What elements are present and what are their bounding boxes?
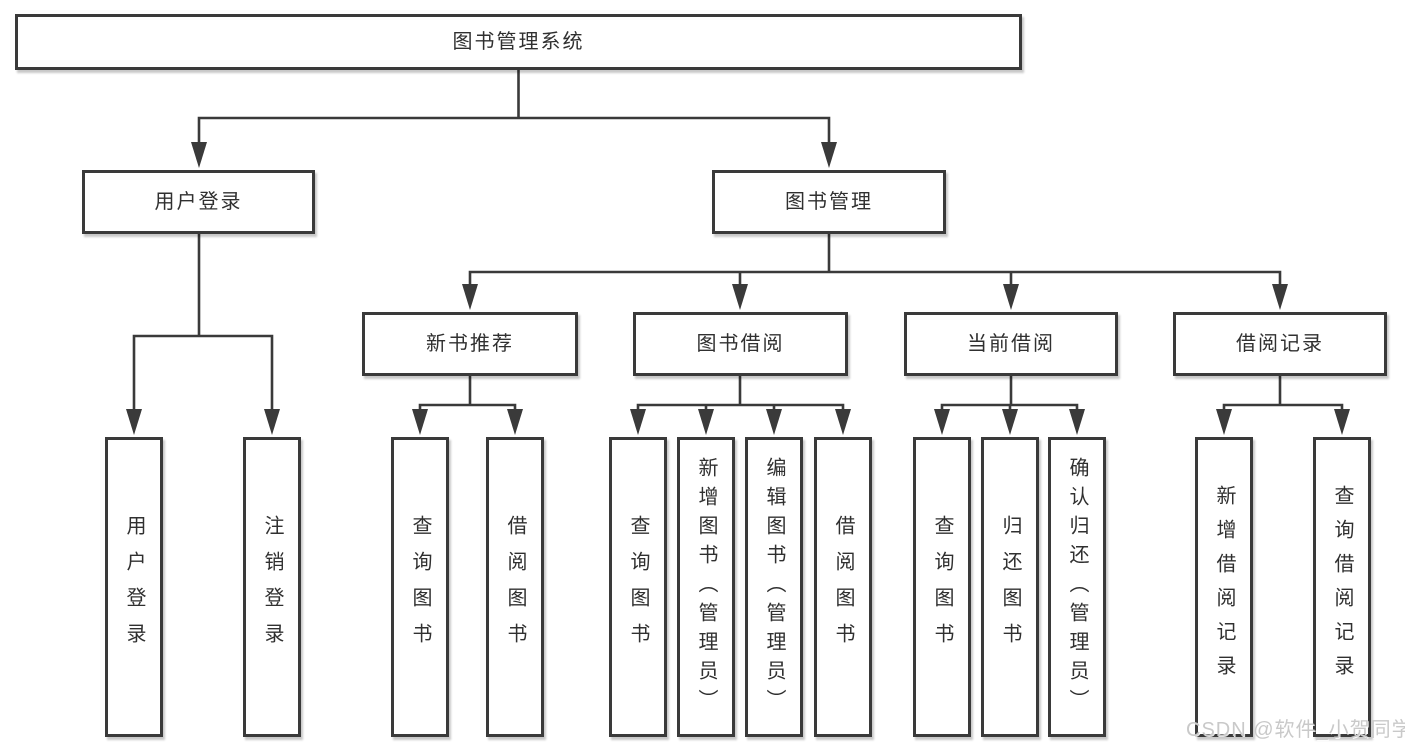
node-leaf-cb-query-books: 查询图书	[913, 437, 971, 737]
arrowhead-icon	[1272, 284, 1288, 310]
arrowhead-icon	[630, 409, 646, 435]
arrowhead-icon	[1216, 409, 1232, 435]
csdn-watermark: CSDN @软件_小贺同学	[1186, 719, 1405, 741]
node-leaf-bb-edit-books-admin-label: 编辑图书（管理员）	[763, 456, 785, 718]
connector-book-borrow-to-leaves	[636, 374, 845, 413]
node-leaf-cb-return-books-label: 归还图书	[999, 515, 1021, 659]
node-leaf-bb-add-books-admin-label: 新增图书（管理员）	[695, 456, 717, 718]
node-system-root-label: 图书管理系统	[452, 31, 585, 53]
arrowhead-icon	[412, 409, 428, 435]
node-leaf-cb-confirm-return-admin: 确认归还（管理员）	[1048, 437, 1106, 737]
arrowhead-icon	[835, 409, 851, 435]
node-leaf-bb-borrow-books: 借阅图书	[814, 437, 872, 737]
node-branch-book-management: 图书管理	[712, 170, 946, 234]
node-group-borrow-records-label: 借阅记录	[1236, 333, 1324, 355]
node-leaf-br-query-record: 查询借阅记录	[1313, 437, 1371, 737]
node-group-new-book-recommend-label: 新书推荐	[426, 333, 514, 355]
node-leaf-bb-borrow-books-label: 借阅图书	[832, 515, 854, 659]
node-leaf-nbr-query-books-label: 查询图书	[409, 515, 431, 659]
node-branch-user-login-label: 用户登录	[154, 191, 243, 213]
node-group-book-borrow-label: 图书借阅	[696, 333, 785, 355]
node-leaf-bb-query-books-label: 查询图书	[627, 515, 649, 659]
node-leaf-bb-edit-books-admin: 编辑图书（管理员）	[745, 437, 803, 737]
connector-book-management-to-level2	[468, 232, 1282, 288]
node-system-root: 图书管理系统	[15, 14, 1022, 70]
node-group-book-borrow: 图书借阅	[633, 312, 848, 376]
connector-current-borrow-to-leaves	[940, 374, 1079, 413]
arrowhead-icon	[1069, 409, 1085, 435]
arrowhead-icon	[191, 142, 207, 168]
node-leaf-bb-query-books: 查询图书	[609, 437, 667, 737]
node-leaf-logout: 注销登录	[243, 437, 301, 737]
arrowhead-icon	[766, 409, 782, 435]
node-group-current-borrow: 当前借阅	[904, 312, 1118, 376]
node-leaf-br-add-record-label: 新增借阅记录	[1213, 485, 1235, 689]
connector-new-book-recommend-to-leaves	[418, 374, 517, 413]
node-leaf-user-login: 用户登录	[105, 437, 163, 737]
connector-user-login-to-leaves	[132, 232, 274, 413]
node-leaf-nbr-borrow-books-label: 借阅图书	[504, 515, 526, 659]
node-leaf-bb-add-books-admin: 新增图书（管理员）	[677, 437, 735, 737]
node-leaf-nbr-query-books: 查询图书	[391, 437, 449, 737]
node-leaf-user-login-label: 用户登录	[123, 515, 145, 659]
arrowheads	[126, 142, 1350, 435]
arrowhead-icon	[126, 409, 142, 435]
node-leaf-logout-label: 注销登录	[261, 515, 283, 659]
node-branch-book-management-label: 图书管理	[785, 191, 873, 213]
arrowhead-icon	[462, 284, 478, 310]
arrowhead-icon	[934, 409, 950, 435]
arrowhead-icon	[1002, 409, 1018, 435]
arrowhead-icon	[698, 409, 714, 435]
node-leaf-cb-confirm-return-admin-label: 确认归还（管理员）	[1066, 456, 1088, 718]
connector-borrow-records-to-leaves	[1222, 374, 1344, 413]
arrowhead-icon	[507, 409, 523, 435]
node-leaf-br-query-record-label: 查询借阅记录	[1331, 485, 1353, 689]
arrowhead-icon	[264, 409, 280, 435]
connector-root-to-level1	[197, 68, 831, 146]
node-group-borrow-records: 借阅记录	[1173, 312, 1387, 376]
arrowhead-icon	[821, 142, 837, 168]
node-leaf-br-add-record: 新增借阅记录	[1195, 437, 1253, 737]
node-leaf-cb-query-books-label: 查询图书	[931, 515, 953, 659]
node-leaf-cb-return-books: 归还图书	[981, 437, 1039, 737]
arrowhead-icon	[732, 284, 748, 310]
node-group-current-borrow-label: 当前借阅	[967, 333, 1055, 355]
node-branch-user-login: 用户登录	[82, 170, 315, 234]
node-leaf-nbr-borrow-books: 借阅图书	[486, 437, 544, 737]
arrowhead-icon	[1003, 284, 1019, 310]
arrowhead-icon	[1334, 409, 1350, 435]
node-group-new-book-recommend: 新书推荐	[362, 312, 578, 376]
